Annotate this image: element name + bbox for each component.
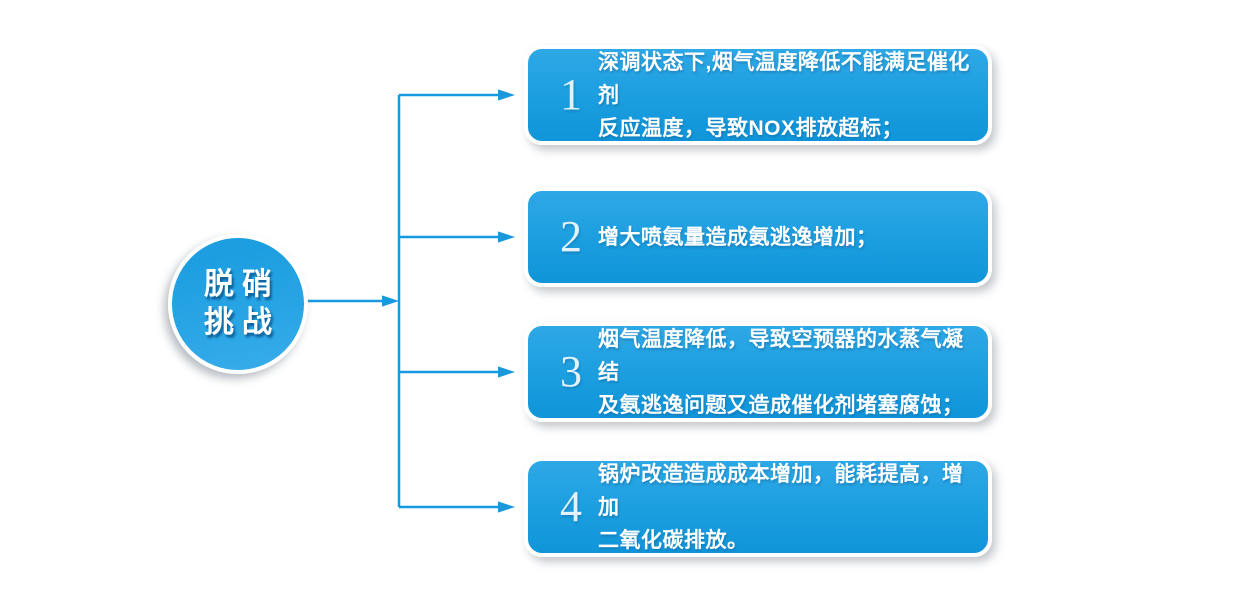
box-text: 锅炉改造造成成本增加，能耗提高，增加 二氧化碳排放。: [598, 458, 982, 557]
box-number: 3: [560, 347, 582, 396]
box-text-line: 深调状态下,烟气温度降低不能满足催化剂: [598, 50, 970, 107]
box-number: 2: [560, 212, 582, 261]
challenge-box-2: 2 增大喷氨量造成氨逃逸增加；: [524, 187, 992, 287]
root-node-circle: 脱硝 挑战: [168, 234, 308, 374]
box-number: 4: [560, 482, 582, 531]
box-text-line: 烟气温度降低，导致空预器的水蒸气凝结: [598, 327, 964, 384]
arrow-icon: [498, 231, 515, 243]
challenge-box-1: 1 深调状态下,烟气温度降低不能满足催化剂 反应温度，导致NOX排放超标；: [524, 45, 992, 145]
box-number: 1: [560, 70, 582, 119]
arrow-icon: [382, 295, 399, 307]
challenge-box-3: 3 烟气温度降低，导致空预器的水蒸气凝结 及氨逃逸问题又造成催化剂堵塞腐蚀；: [524, 322, 992, 422]
challenge-box-4: 4 锅炉改造造成成本增加，能耗提高，增加 二氧化碳排放。: [524, 457, 992, 557]
arrow-icon: [498, 501, 515, 513]
box-text: 烟气温度降低，导致空预器的水蒸气凝结 及氨逃逸问题又造成催化剂堵塞腐蚀；: [598, 323, 982, 422]
box-text-line: 锅炉改造造成成本增加，能耗提高，增加: [598, 462, 964, 519]
root-label-line: 挑战: [204, 306, 280, 339]
box-text-line: 反应温度，导致NOX排放超标；: [598, 116, 904, 140]
root-label-line: 脱硝: [204, 268, 280, 301]
arrow-icon: [498, 366, 515, 378]
box-text-line: 及氨逃逸问题又造成催化剂堵塞腐蚀；: [598, 393, 964, 417]
box-text-line: 二氧化碳排放。: [598, 528, 749, 552]
box-text: 增大喷氨量造成氨逃逸增加；: [598, 221, 878, 254]
arrow-icon: [498, 89, 515, 101]
box-text-line: 增大喷氨量造成氨逃逸增加；: [598, 225, 878, 249]
box-text: 深调状态下,烟气温度降低不能满足催化剂 反应温度，导致NOX排放超标；: [598, 46, 982, 145]
